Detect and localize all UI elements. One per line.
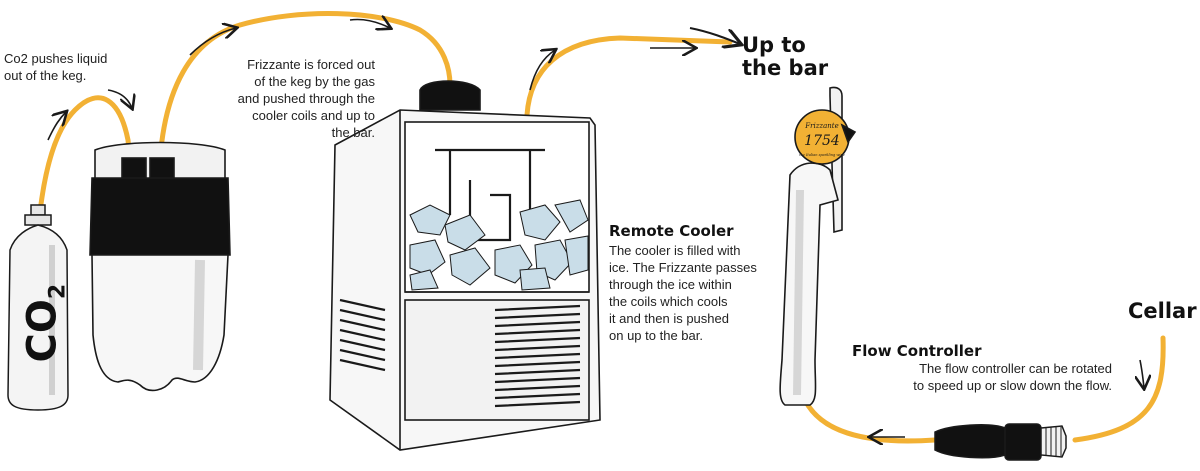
pipe-cooler-to-bar — [524, 35, 733, 118]
flow-arrows — [47, 19, 1144, 437]
keg — [89, 141, 231, 392]
frizzante-note: Frizzante is forced out of the keg by th… — [237, 57, 375, 140]
flow-controller — [934, 423, 1067, 461]
pipe-keg-to-cooler — [157, 11, 453, 163]
remote-cooler-title: Remote Cooler — [609, 222, 734, 240]
flow-controller-text: The flow controller can be rotated to sp… — [913, 361, 1112, 393]
up-to-bar-label: Up to the bar — [742, 33, 829, 80]
pipe-flow-to-tap — [802, 397, 938, 444]
beer-tap — [779, 86, 857, 406]
pipe-cylinder-to-keg — [37, 95, 133, 215]
cylinder-subscript: 2 — [45, 283, 71, 300]
cellar-label: Cellar — [1128, 299, 1197, 323]
remote-cooler-text: The cooler is filled with ice. The Frizz… — [609, 243, 757, 343]
co2-cylinder — [7, 204, 69, 411]
cooler-vents — [339, 298, 581, 408]
cooler-coil — [435, 148, 545, 242]
pipe-cellar-to-tap — [1072, 335, 1166, 443]
cooler-ice — [409, 199, 589, 291]
flow-controller-title: Flow Controller — [852, 342, 982, 360]
co2-note: Co2 pushes liquid out of the keg. — [4, 51, 108, 83]
tap-badge-line3: the Italian sparkling wine — [799, 153, 845, 157]
tap-badge-line1: Frizzante — [804, 122, 838, 130]
remote-cooler — [329, 80, 601, 451]
tap-badge-line2: 1754 — [804, 133, 840, 149]
cylinder-text: CO — [19, 299, 66, 363]
cylinder-co2-label: CO2 — [19, 284, 71, 363]
